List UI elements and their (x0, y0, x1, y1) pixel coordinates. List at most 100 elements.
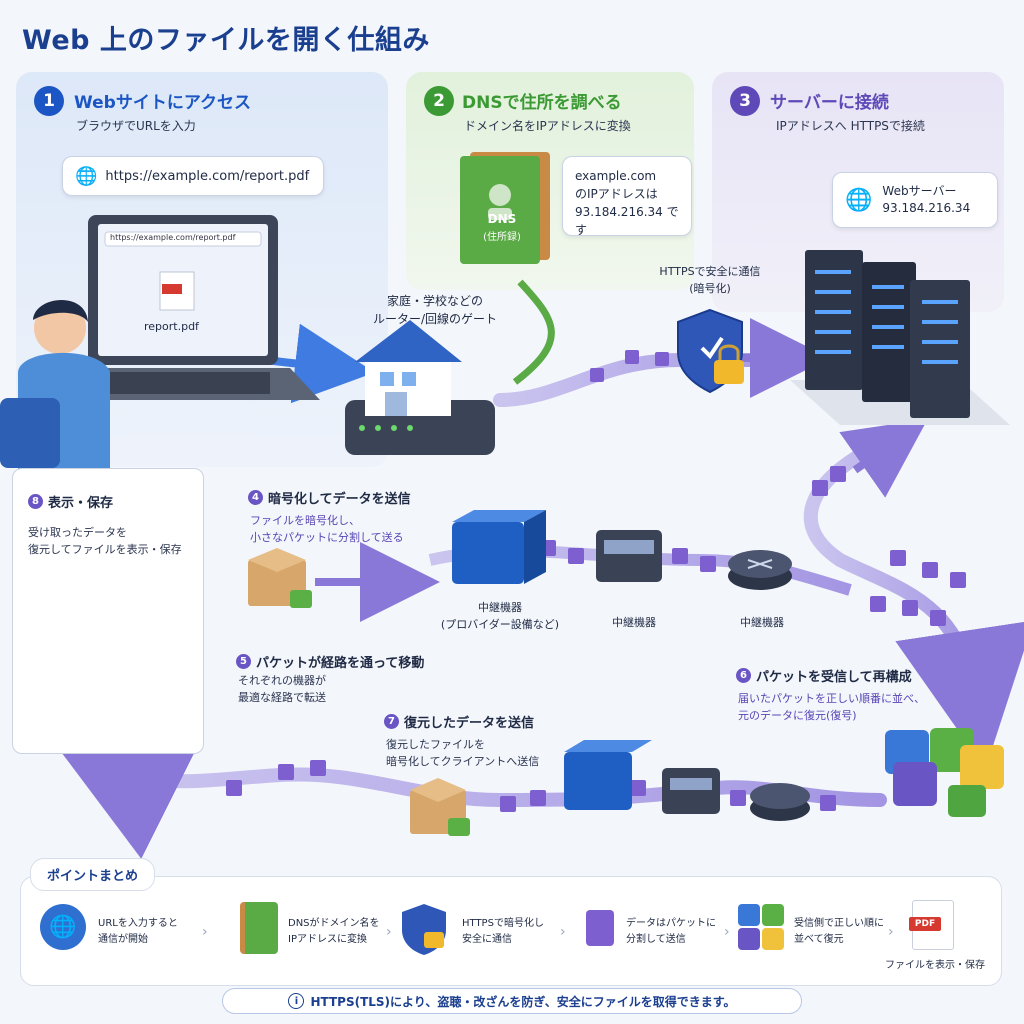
step8-box (12, 468, 204, 754)
step7-line1: 復元したファイルを (386, 738, 485, 751)
step8-desc: 受け取ったデータを 復元してファイルを表示・保存 (28, 524, 182, 558)
dns-book-sublabel: (住所録) (483, 232, 521, 243)
info-icon: i (288, 993, 305, 1009)
step7-head: 7 復元したデータを送信 (384, 712, 534, 731)
relay-box-icon (596, 530, 662, 582)
summary-item-1-line2: 通信が開始 (98, 933, 148, 945)
dns-callout-line2: のIPアドレスは (575, 187, 658, 201)
server-rack-icon (790, 250, 1010, 425)
router-label: 家庭・学校などの ルーター/回線のゲート (350, 292, 520, 328)
summary-globe-icon: 🌐 (40, 904, 86, 950)
summary-panel (20, 876, 1002, 986)
step2-number: 2 (424, 86, 454, 116)
server-callout: 🌐 Webサーバー 93.184.216.34 (832, 172, 998, 228)
step8-line2: 復元してファイルを表示・保存 (28, 543, 182, 557)
laptop-url-bar: https://example.com/report.pdf (110, 233, 236, 242)
path-return (47, 733, 887, 859)
step5-desc: それぞれの機器が 最適な経路で転送 (238, 672, 326, 706)
router-label-line1: 家庭・学校などの (386, 294, 483, 308)
summary-packet-icon (586, 910, 614, 946)
https-label-line2: (暗号化) (689, 281, 731, 295)
package-box-return-icon (410, 778, 470, 836)
summary-pdf-label: PDF (909, 917, 941, 931)
packet (922, 562, 938, 578)
chevron-right-icon: › (386, 924, 392, 940)
step3-number: 3 (730, 86, 760, 116)
relay-router-return-icon (750, 783, 810, 821)
step8-pdf-label: PDF (84, 623, 112, 637)
chevron-right-icon: › (560, 924, 566, 940)
packet (226, 780, 242, 796)
relay-router-icon (728, 550, 792, 590)
step4-title: 暗号化してデータを送信 (268, 492, 411, 507)
dns-callout: example.com のIPアドレスは 93.184.216.34 です (562, 156, 692, 237)
dns-book-label: DNS (487, 212, 517, 226)
step8-title: 表示・保存 (48, 496, 114, 511)
step1-subtitle: ブラウザでURLを入力 (76, 119, 196, 133)
packet (278, 764, 294, 780)
step8-head: 8 表示・保存 (28, 492, 113, 511)
summary-item-5: 受信側で正しい順に 並べて復元 (794, 916, 884, 947)
chevron-right-icon: › (724, 924, 730, 940)
laptop-file-name: report.pdf (144, 320, 199, 333)
packet (812, 480, 828, 496)
packet (625, 350, 639, 364)
chevron-right-icon: › (888, 924, 894, 940)
step7-title: 復元したデータを送信 (404, 716, 535, 731)
page-title: Web 上のファイルを開く仕組み (22, 25, 430, 56)
step5-number: 5 (236, 654, 251, 669)
packet (500, 796, 516, 812)
globe-icon: 🌐 (75, 165, 98, 187)
relay-box-return-icon (662, 768, 720, 814)
step4-number: 4 (248, 490, 263, 505)
summary-item-2-line2: IPアドレスに変換 (288, 933, 367, 945)
step4-head: 4 暗号化してデータを送信 (248, 488, 411, 507)
summary-item-5-line2: 並べて復元 (794, 933, 844, 945)
step4-line2: 小さなパケットに分割して送る (250, 531, 404, 545)
step8-line1: 受け取ったデータを (28, 526, 127, 539)
relay1-line1: 中継機器 (478, 601, 522, 614)
packet (630, 780, 646, 796)
dns-book-icon (460, 152, 550, 264)
summary-item-4: データはパケットに 分割して送信 (626, 916, 716, 947)
package-box-icon (248, 548, 312, 608)
person-icon (0, 299, 110, 470)
step5-line2: 最適な経路で転送 (238, 691, 326, 705)
summary-item-4-line1: データはパケットに (626, 918, 716, 929)
packet (890, 550, 906, 566)
summary-shield-icon (402, 904, 446, 955)
server-ip: 93.184.216.34 (882, 201, 971, 215)
step5-head: 5 パケットが経路を通って移動 (236, 652, 424, 671)
packet (672, 548, 688, 564)
packet (870, 596, 886, 612)
https-shield-icon (677, 308, 744, 394)
footer-note: i HTTPS(TLS)により、盗聴・改ざんを防ぎ、安全にファイルを取得できます… (222, 988, 802, 1014)
packet (830, 466, 846, 482)
packet (930, 610, 946, 626)
summary-item-3-line2: 安全に通信 (462, 933, 512, 945)
step2-title: DNSで住所を調べる (462, 93, 622, 113)
globe-icon: 🌐 (845, 187, 873, 213)
puzzle-icon (885, 728, 1004, 817)
chevron-right-icon: › (202, 924, 208, 940)
packet (310, 760, 326, 776)
dns-callout-line3: 93.184.216.34 です (575, 205, 679, 237)
summary-item-2: DNSがドメイン名を IPアドレスに変換 (288, 916, 380, 947)
summary-item-5-line1: 受信側で正しい順に (794, 918, 884, 929)
url-text: https://example.com/report.pdf (105, 168, 310, 184)
relay1-line2: (プロバイダー設備など) (440, 617, 560, 631)
step7-desc: 復元したファイルを 暗号化してクライアントへ送信 (386, 736, 539, 770)
summary-item-3-line1: HTTPSで暗号化し (462, 918, 544, 929)
packet (530, 790, 546, 806)
step1-title: Webサイトにアクセス (74, 93, 251, 113)
packet (700, 556, 716, 572)
step4-desc: ファイルを暗号化し、 小さなパケットに分割して送る (250, 512, 404, 546)
arrow-up-server (839, 419, 928, 498)
step6-line2: 元のデータに復元(復号) (738, 709, 857, 723)
router-label-line2: ルーター/回線のゲート (372, 312, 498, 326)
step6-number: 6 (736, 668, 751, 683)
packet (590, 368, 604, 382)
step8-number: 8 (28, 494, 43, 509)
step5-line1: それぞれの機器が (238, 674, 326, 687)
